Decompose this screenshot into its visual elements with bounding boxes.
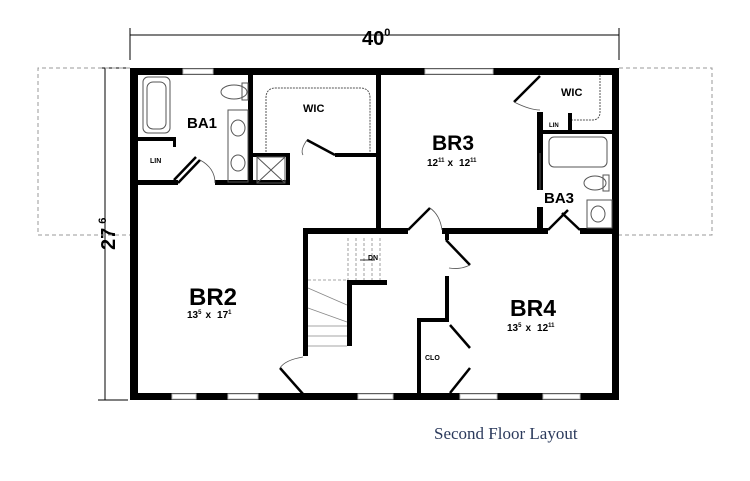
room-label-br2: BR2	[189, 284, 237, 311]
vanity-ba3	[586, 199, 613, 229]
door-swings	[199, 101, 541, 369]
room-label-wic-br3: WIC	[561, 87, 582, 99]
depth-dimension-label: 276	[97, 218, 120, 250]
windows	[171, 68, 581, 400]
room-label-ba3: BA3	[544, 190, 574, 207]
width-dimension	[129, 28, 620, 60]
doors	[173, 75, 581, 395]
room-label-ba1: BA1	[187, 115, 217, 132]
bathtub-ba1	[142, 76, 171, 134]
width-dimension-label: 400	[362, 27, 390, 50]
closet-rod-wic3	[572, 75, 601, 121]
closet-rod-wic	[265, 87, 371, 152]
toilet-ba1	[220, 84, 248, 100]
stairs-down-label: DN	[368, 255, 378, 262]
room-label-lin: LIN	[150, 158, 161, 165]
chase	[256, 156, 286, 184]
fixtures	[142, 75, 613, 229]
toilet-ba3	[583, 175, 607, 191]
vanity-ba1	[227, 109, 249, 183]
stairs	[307, 238, 381, 347]
room-label-wic: WIC	[303, 103, 324, 115]
room-label-lin-ba3: LIN	[549, 123, 559, 129]
dashed-outline	[37, 67, 713, 236]
plan-caption: Second Floor Layout	[434, 424, 578, 443]
bathtub-ba3	[548, 136, 608, 168]
room-label-br3: BR3	[432, 132, 474, 155]
room-label-br4: BR4	[510, 295, 556, 321]
interior-walls	[138, 68, 612, 398]
room-label-clo: CLO	[425, 355, 440, 362]
